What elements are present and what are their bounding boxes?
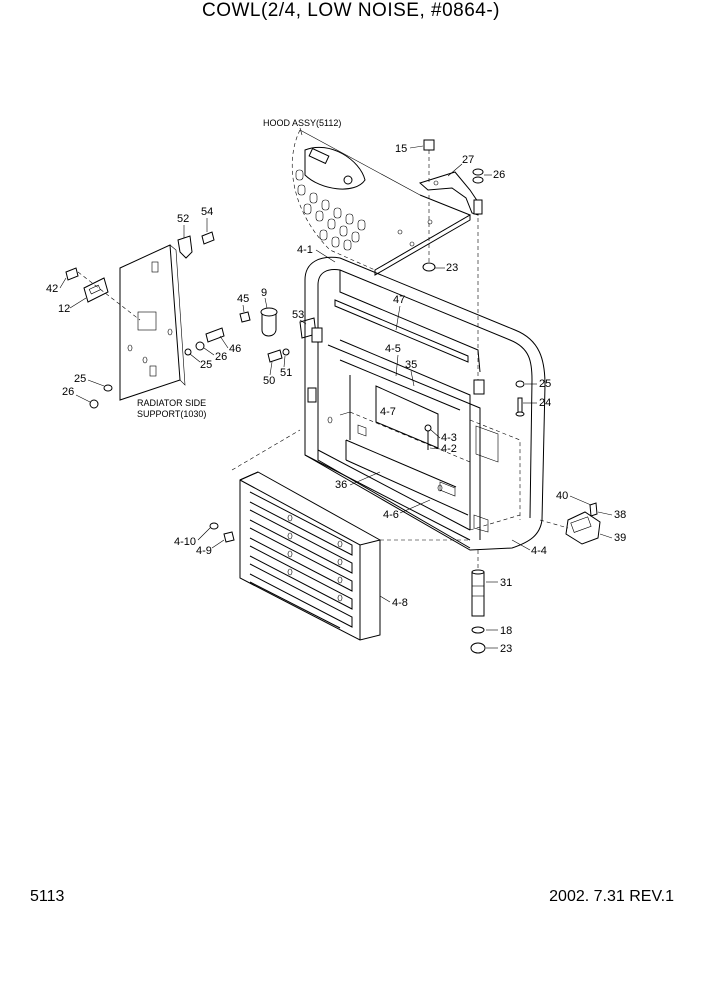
bolt-46 [205,327,225,343]
part-label-9: 9 [261,287,267,299]
part-label-4-1: 4-1 [297,244,313,256]
part-label-46: 46 [229,343,241,355]
part-label-18: 18 [500,625,512,637]
washer-26-mid [195,341,205,351]
date-revision: 2002. 7.31 REV.1 [549,888,674,905]
part-label-31: 31 [500,577,512,589]
latch-assembly [539,502,601,545]
part-label-39: 39 [614,532,626,544]
part-label-50: 50 [263,375,275,387]
louver-grille [231,429,470,641]
part-label-23a: 23 [446,262,458,274]
screw-4-9 [223,531,235,543]
hood-assembly: HOOD ASSY(5112) [263,118,471,276]
part-label-4-4: 4-4 [531,545,547,557]
part-label-42: 42 [46,283,58,295]
radiator-support-note-2: SUPPORT(1030) [137,409,206,419]
part-label-53: 53 [292,309,304,321]
pin-24-head [515,411,525,417]
cowl-frame [304,256,546,551]
washer-25-right [515,380,525,388]
part-label-15: 15 [395,143,407,155]
part-label-35: 35 [405,359,417,371]
part-label-4-2: 4-2 [441,443,457,455]
part-label-4-3: 4-3 [441,432,457,444]
part-labels: 15 27 26 23 52 54 4-1 42 12 9 45 53 47 4… [46,143,626,655]
part-label-4-5: 4-5 [385,343,401,355]
hinge-bracket [419,139,484,272]
part-label-26c: 26 [62,386,74,398]
washer-25-left [103,384,113,392]
page-number: 5113 [30,888,65,905]
part-label-51: 51 [280,367,292,379]
part-label-47: 47 [393,294,405,306]
part-label-54: 54 [201,206,213,218]
latch-plate-12 [65,267,141,321]
bracket-52 [177,231,215,259]
part-label-4-7: 4-7 [380,406,396,418]
part-label-24: 24 [539,397,551,409]
washer-25-mid [184,348,192,356]
part-label-4-10: 4-10 [174,536,196,548]
washer-26-left [89,399,99,409]
part-label-27: 27 [462,154,474,166]
radiator-side-support: RADIATOR SIDE SUPPORT(1030) [119,244,206,419]
page-title: COWL(2/4, LOW NOISE, #0864-) [201,0,501,21]
part-label-38: 38 [614,509,626,521]
hood-assy-note: HOOD ASSY(5112) [263,118,341,128]
part-label-4-9: 4-9 [196,545,212,557]
part-label-4-8: 4-8 [392,597,408,609]
part-label-4-6: 4-6 [383,509,399,521]
part-label-52: 52 [177,213,189,225]
stud-31 [470,569,486,654]
part-label-12: 12 [58,303,70,315]
part-label-26a: 26 [493,169,505,181]
part-label-25b: 25 [74,373,86,385]
part-label-40: 40 [556,490,568,502]
part-label-25c: 25 [539,378,551,390]
part-label-36: 36 [335,479,347,491]
part-label-25a: 25 [200,359,212,371]
part-label-26b: 26 [215,351,227,363]
part-label-45: 45 [237,293,249,305]
radiator-support-note-1: RADIATOR SIDE [137,398,206,408]
part-label-23b: 23 [500,643,512,655]
washer-4-10 [209,522,219,530]
